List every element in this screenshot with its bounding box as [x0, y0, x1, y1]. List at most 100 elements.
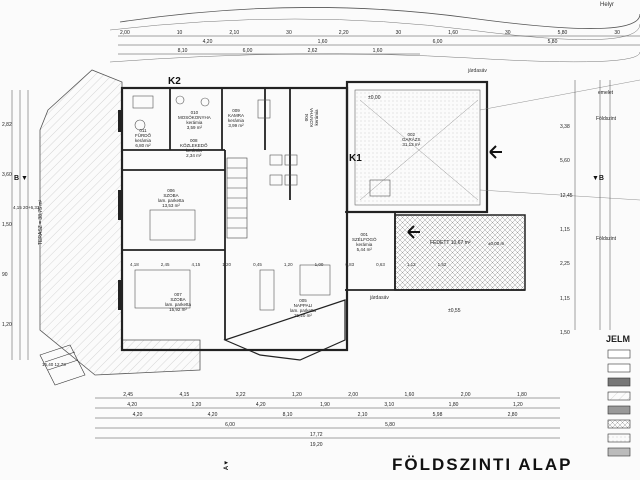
dim-bot2-0: 4,20 [127, 402, 137, 408]
dim-top1-2: 2,10 [229, 30, 240, 36]
dim-left-0: 2,82 [2, 122, 12, 128]
bottom-dimension-lines [95, 397, 560, 439]
dim-top3-3: 1,60 [372, 48, 383, 54]
dim-right-0: 3,38 [560, 124, 570, 131]
terrace-small: 4,15 20+6,33 [13, 205, 40, 210]
dim-top1-8: 5,80 [557, 30, 568, 36]
dim-right-4: 2,25 [560, 261, 570, 268]
dim-top3-2: 2,62 [307, 48, 318, 54]
section-marker-right: ▼B [592, 175, 604, 182]
furniture [132, 95, 391, 311]
dim-bot2-1: 1,20 [191, 402, 202, 408]
terrace-small2: 15,40 12,73 [42, 362, 66, 367]
dim-bot3-5: 2,80 [507, 412, 518, 418]
dim-bot2-3: 1,90 [320, 402, 330, 408]
plan-title: FÖLDSZINTI ALAP [392, 455, 573, 474]
dim-bot3-0: 4,20 [132, 412, 143, 418]
zone-marker-k2: K2 [168, 76, 181, 87]
entry-arrow-icon [407, 225, 420, 239]
dim-top1-0: 2,00 [120, 30, 130, 36]
dim-bot2-4: 3,10 [384, 402, 395, 408]
zone-marker-k1: K1 [349, 153, 362, 164]
street-line [119, 7, 640, 29]
dim-bot2-5: 1,80 [448, 402, 459, 408]
bottom-total: 17,72 [310, 432, 323, 438]
dim-misc-10: 1,52 [437, 262, 447, 267]
dimension-col-right: 3,38 5,60 12,45 1,15 2,25 1,15 1,50 [560, 110, 573, 350]
bottom-total-2: 19,20 [310, 442, 323, 448]
dim-bot1-2: 3,22 [235, 392, 246, 398]
dim-top1-5: 30 [395, 30, 402, 36]
terrace-area [39, 69, 201, 376]
level-right2: ±0,55 [448, 308, 461, 314]
dim-top3-0: 8,10 [177, 48, 188, 54]
street-label: járdasáv [468, 68, 487, 74]
dim-misc-3: 1,20 [222, 262, 232, 267]
dim-bot3-1: 4,20 [207, 412, 218, 418]
dim-bot4-0: 6,00 [225, 422, 235, 428]
right-label-0: emelet [598, 90, 614, 96]
dim-misc-7: 0,83 [345, 262, 355, 267]
dim-bot1-7: 1,80 [517, 392, 527, 398]
section-marker-bottom: A▼ [224, 459, 231, 471]
dim-top1-9: 30 [614, 30, 620, 36]
dim-right-2: 12,45 [560, 192, 573, 199]
dim-bot3-3: 2,10 [357, 412, 368, 418]
dim-right-5: 1,15 [560, 295, 570, 302]
section-marker-left: B ▼ [14, 175, 28, 182]
dim-left-1: 3,60 [2, 172, 12, 178]
dim-bot1-4: 2,00 [348, 392, 358, 398]
terrace-steps [39, 344, 86, 386]
dim-left-4: 1,20 [2, 322, 12, 328]
dim-misc-5: 1,20 [283, 262, 293, 267]
covered-area [394, 214, 526, 291]
right-label-1: Földszint [596, 116, 617, 122]
dim-bot3-4: 5,98 [432, 412, 443, 418]
legend-swatches [607, 349, 631, 457]
dimension-row-bottom-2: 4,20 1,20 4,20 1,90 3,10 1,80 1,20 [100, 402, 550, 408]
dim-top2-2: 6,00 [432, 39, 443, 45]
dim-misc-6: 1,00 [314, 262, 324, 267]
dim-bot1-5: 1,60 [404, 392, 415, 398]
dim-misc-1: 2,45 [160, 262, 170, 267]
legend-title: JELM [606, 334, 631, 344]
top-dimension-lines [118, 35, 640, 55]
dim-bot3-2: 8,10 [282, 412, 293, 418]
staircase [226, 157, 248, 239]
dim-top2-0: 4,20 [202, 39, 213, 45]
dim-misc-0: 4,18 [130, 262, 139, 267]
dimension-row-top-2: 4,20 1,60 6,00 5,80 [150, 39, 610, 45]
dim-top1-7: 30 [504, 30, 511, 36]
dim-left-3: 90 [2, 272, 8, 278]
top-label: Helyr [600, 2, 615, 8]
dim-top2-3: 5,80 [547, 39, 558, 45]
garage-entry-arrow-icon [489, 145, 502, 159]
dim-right-6: 1,50 [560, 329, 570, 336]
dim-bot2-2: 4,20 [255, 402, 266, 408]
dim-bot1-0: 2,45 [123, 392, 133, 398]
room-label-fedett: FEDETT 10,67 m² [430, 240, 471, 246]
dim-bot2-6: 1,20 [512, 402, 523, 408]
dim-right-1: 5,60 [560, 158, 570, 165]
dim-right-3: 1,15 [560, 226, 570, 233]
dim-top2-1: 1,60 [317, 39, 328, 45]
dim-top1-1: 10 [176, 30, 183, 36]
level-right: ±0,00 m [488, 241, 505, 246]
dim-bot1-3: 1,20 [292, 392, 302, 398]
